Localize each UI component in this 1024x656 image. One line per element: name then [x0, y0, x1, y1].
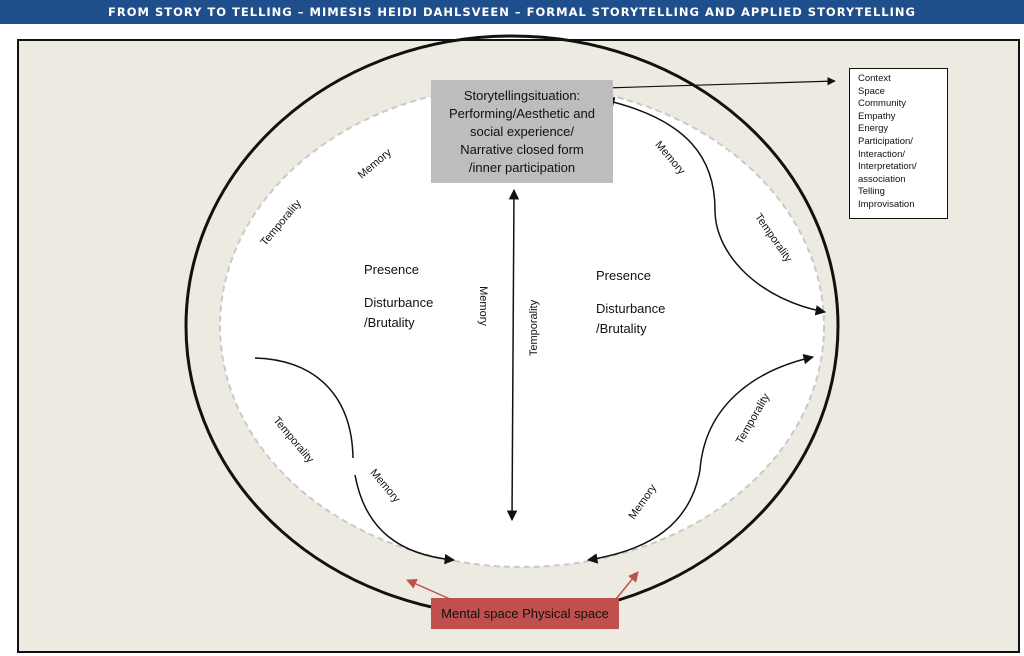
top-right-curve — [603, 97, 827, 316]
left-brutality: /Brutality — [364, 315, 415, 330]
context-arrow — [604, 77, 836, 89]
header-banner: FROM STORY TO TELLING – MIMESIS HEIDI DA… — [0, 0, 1024, 24]
story-line-1: Storytellingsituation: — [463, 87, 581, 103]
context-item: Participation/ — [858, 135, 913, 147]
center-double-arrow — [506, 188, 520, 522]
story-line-4: Narrative closed form — [460, 141, 584, 157]
context-item: association — [858, 173, 906, 185]
temporality-center-label: Temporality — [528, 299, 541, 357]
context-item: Interpretation/ — [858, 161, 917, 173]
bottom-right-curve — [586, 353, 815, 564]
right-disturbance: Disturbance — [596, 301, 666, 316]
story-line-2: Performing/Aesthetic and — [449, 105, 595, 121]
story-line-5: /inner participation — [468, 159, 576, 175]
context-item: Context — [858, 73, 891, 84]
storytelling-situation-box: Storytellingsituation: Performing/Aesthe… — [431, 80, 613, 183]
context-item: Energy — [858, 123, 889, 135]
right-brutality: /Brutality — [596, 321, 647, 336]
red-arrow-right — [615, 571, 639, 600]
context-item: Community — [858, 98, 907, 110]
mental-physical-space-box: Mental space Physical space — [431, 598, 619, 629]
context-item: Empathy — [858, 110, 896, 122]
left-disturbance: Disturbance — [364, 295, 434, 310]
left-presence: Presence — [364, 262, 419, 277]
context-item: Interaction/ — [858, 148, 905, 160]
mental-physical-label: Mental space Physical space — [441, 606, 609, 621]
memory-center-label: Memory — [476, 286, 489, 326]
context-item: Telling — [858, 186, 885, 198]
context-item: Improvisation — [858, 198, 915, 210]
bottom-left-arc — [254, 357, 354, 459]
header-title: FROM STORY TO TELLING – MIMESIS HEIDI DA… — [108, 5, 916, 19]
red-arrow-left — [406, 579, 451, 600]
context-list-box: Context Space Community Empathy Energy P… — [849, 68, 948, 219]
context-item: Space — [858, 85, 885, 97]
right-presence: Presence — [596, 268, 651, 283]
story-line-3: social experience/ — [469, 123, 575, 139]
bottom-left-arrow — [354, 474, 456, 565]
